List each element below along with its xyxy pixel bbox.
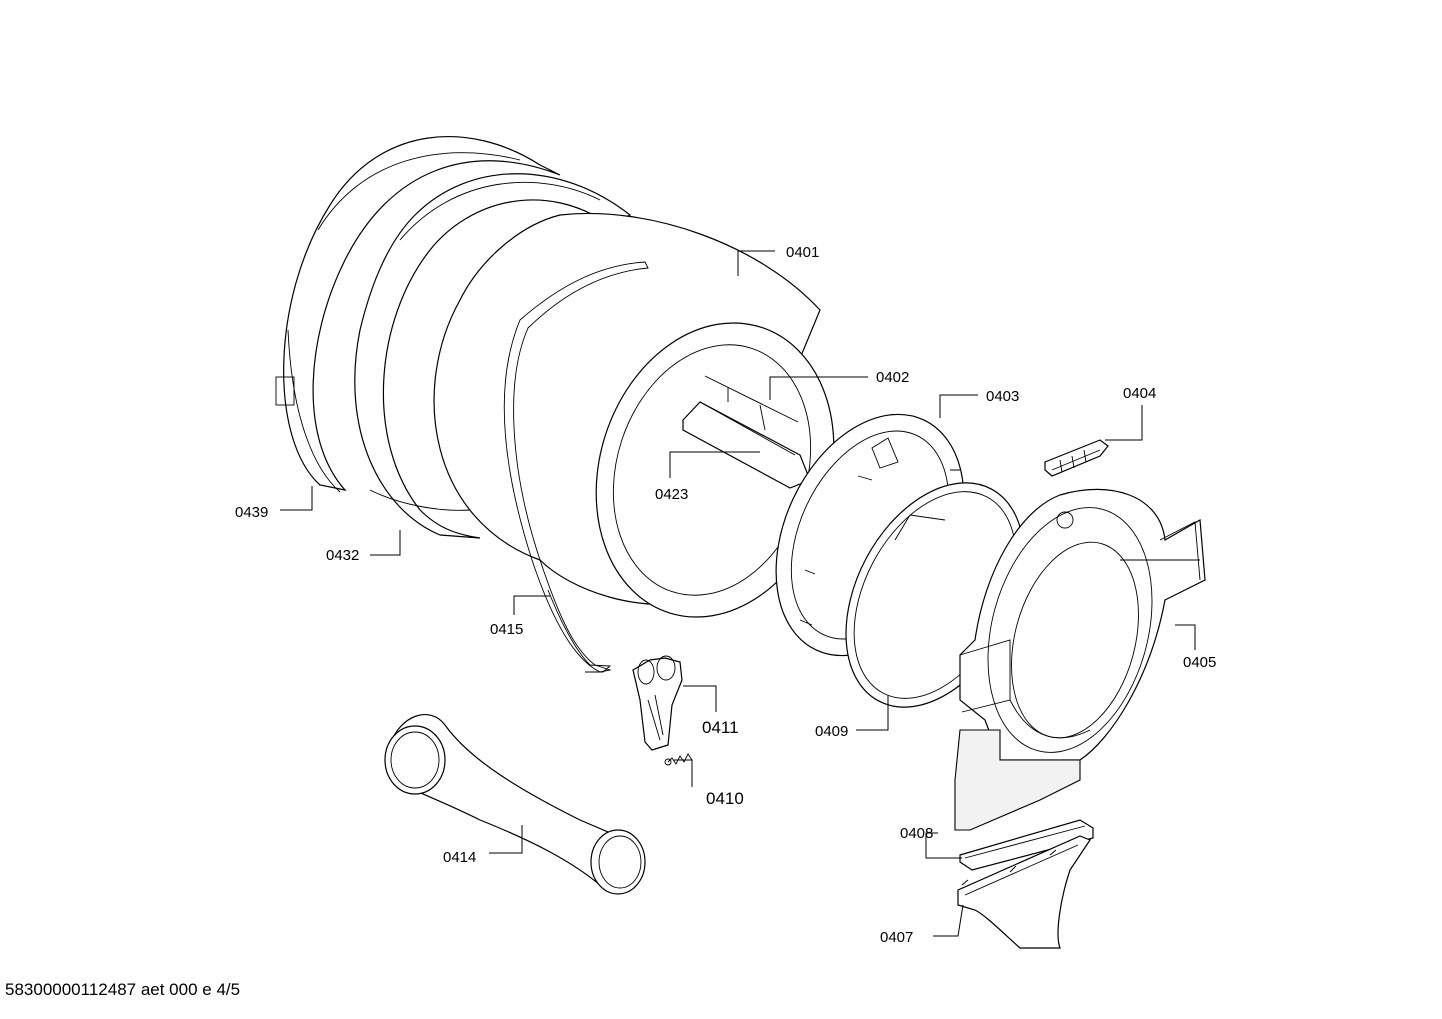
part-labels: 0401 0402 0403 0404 0405 0407 0408 0409 … [235, 244, 1216, 946]
label-0423: 0423 [655, 486, 688, 503]
rear-seal-0439 [275, 135, 561, 493]
filter-housing-0407 [957, 835, 1091, 949]
label-0414: 0414 [443, 849, 476, 866]
label-0407: 0407 [880, 929, 913, 946]
belt-0415 [547, 589, 612, 673]
label-0415: 0415 [490, 621, 523, 638]
drum-0401 [433, 212, 835, 673]
label-0432: 0432 [326, 547, 359, 564]
label-0402: 0402 [876, 369, 909, 386]
label-0439: 0439 [235, 504, 268, 521]
hose-0414 [384, 714, 646, 895]
duct-0408 [959, 819, 1094, 871]
label-0410: 0410 [706, 789, 744, 808]
label-0408: 0408 [900, 825, 933, 842]
slider-0404 [1044, 439, 1109, 477]
label-0401: 0401 [786, 244, 819, 261]
front-panel-0405 [954, 488, 1206, 831]
label-0405: 0405 [1183, 654, 1216, 671]
tensioner-0411 [632, 655, 683, 751]
label-0404: 0404 [1123, 385, 1156, 402]
spring-0410 [664, 753, 693, 766]
label-0403: 0403 [986, 388, 1019, 405]
label-0411: 0411 [702, 718, 739, 737]
document-footer-code: 58300000112487 aet 000 e 4/5 [5, 980, 241, 999]
label-0409: 0409 [815, 723, 848, 740]
rear-ring-0432 [354, 173, 632, 539]
leader-lines [280, 250, 1196, 937]
